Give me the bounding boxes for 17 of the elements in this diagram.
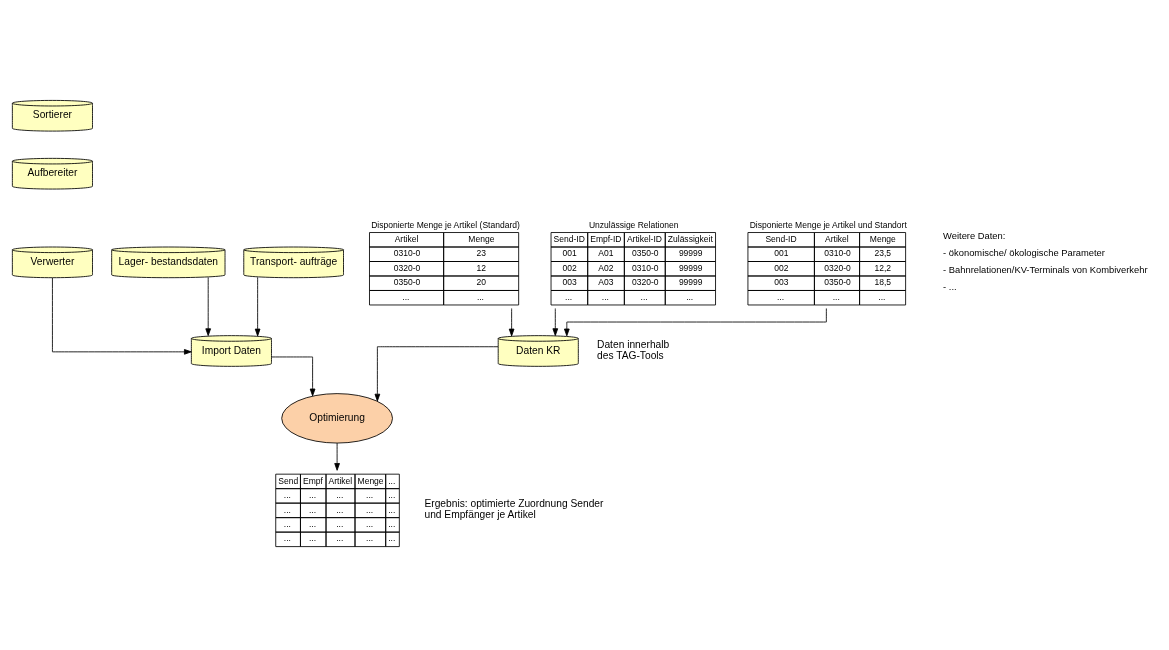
arrow — [552, 308, 559, 336]
label: - ökonomische/ ökologische Parameter — [943, 248, 1105, 259]
arrow — [508, 308, 515, 337]
node-label: Disponierte Menge je Artikel und Standort — [749, 220, 907, 231]
node-label: Ergebnis: optimierte Zuordnung Sender und Empfänger je Artikel — [424, 498, 604, 521]
label: - Bahnrelationen/KV-Terminals von Kombiverkehr — [943, 265, 1148, 276]
arrow — [205, 276, 211, 336]
node-label: Disponierte Menge je Artikel (Standard) — [371, 220, 520, 231]
arrow — [374, 346, 499, 402]
arrow — [52, 277, 192, 355]
label: Weitere Daten: — [943, 231, 1006, 242]
arrow — [254, 276, 261, 337]
label: - ... — [943, 282, 957, 293]
arrow — [334, 442, 340, 471]
node-label: Daten innerhalb des TAG-Tools — [597, 339, 670, 362]
node-label: Unzulässige Relationen — [588, 220, 679, 231]
arrow — [271, 356, 316, 397]
